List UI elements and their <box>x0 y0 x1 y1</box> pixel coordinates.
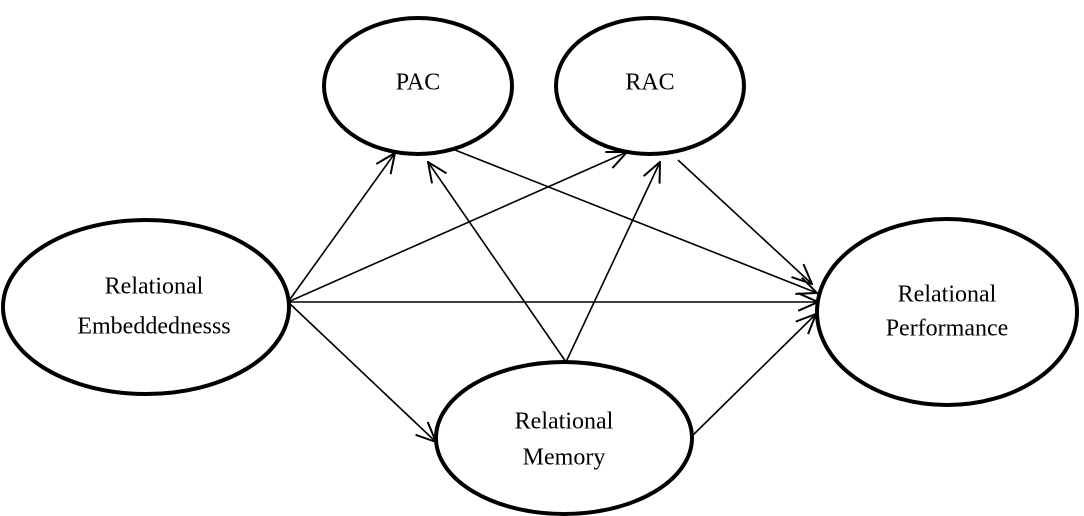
edge-embeddedness-to-rac <box>287 152 627 303</box>
edge-embeddedness-to-memory <box>287 301 436 442</box>
node-embeddedness-ellipse <box>1 218 291 396</box>
edge-embeddedness-to-pac <box>287 153 395 303</box>
node-memory-ellipse <box>434 360 694 516</box>
edge-pac-to-performance <box>454 149 817 293</box>
node-memory-line2: Memory <box>523 445 606 471</box>
node-pac-label: PAC <box>396 70 440 96</box>
edge-memory-to-pac <box>428 162 567 363</box>
node-performance: Relational Performance <box>815 217 1079 407</box>
node-rac: RAC <box>554 16 746 156</box>
edges-group <box>287 149 818 442</box>
node-embeddedness: Relational Embeddednesss <box>1 218 291 396</box>
node-performance-ellipse <box>815 217 1079 407</box>
edge-memory-to-rac <box>565 162 660 363</box>
node-pac-ellipse <box>322 16 514 156</box>
node-performance-line2: Performance <box>886 316 1009 342</box>
node-memory: Relational Memory <box>434 360 694 516</box>
node-performance-line1: Relational <box>898 282 997 308</box>
edge-memory-to-performance <box>689 314 816 439</box>
node-pac: PAC <box>322 16 514 156</box>
edge-rac-to-performance <box>677 159 812 284</box>
node-memory-line1: Relational <box>515 409 614 435</box>
node-embeddedness-line2: Embeddednesss <box>77 314 230 340</box>
node-embeddedness-line1: Relational <box>105 274 204 300</box>
node-rac-label: RAC <box>625 70 674 96</box>
node-rac-ellipse <box>554 16 746 156</box>
